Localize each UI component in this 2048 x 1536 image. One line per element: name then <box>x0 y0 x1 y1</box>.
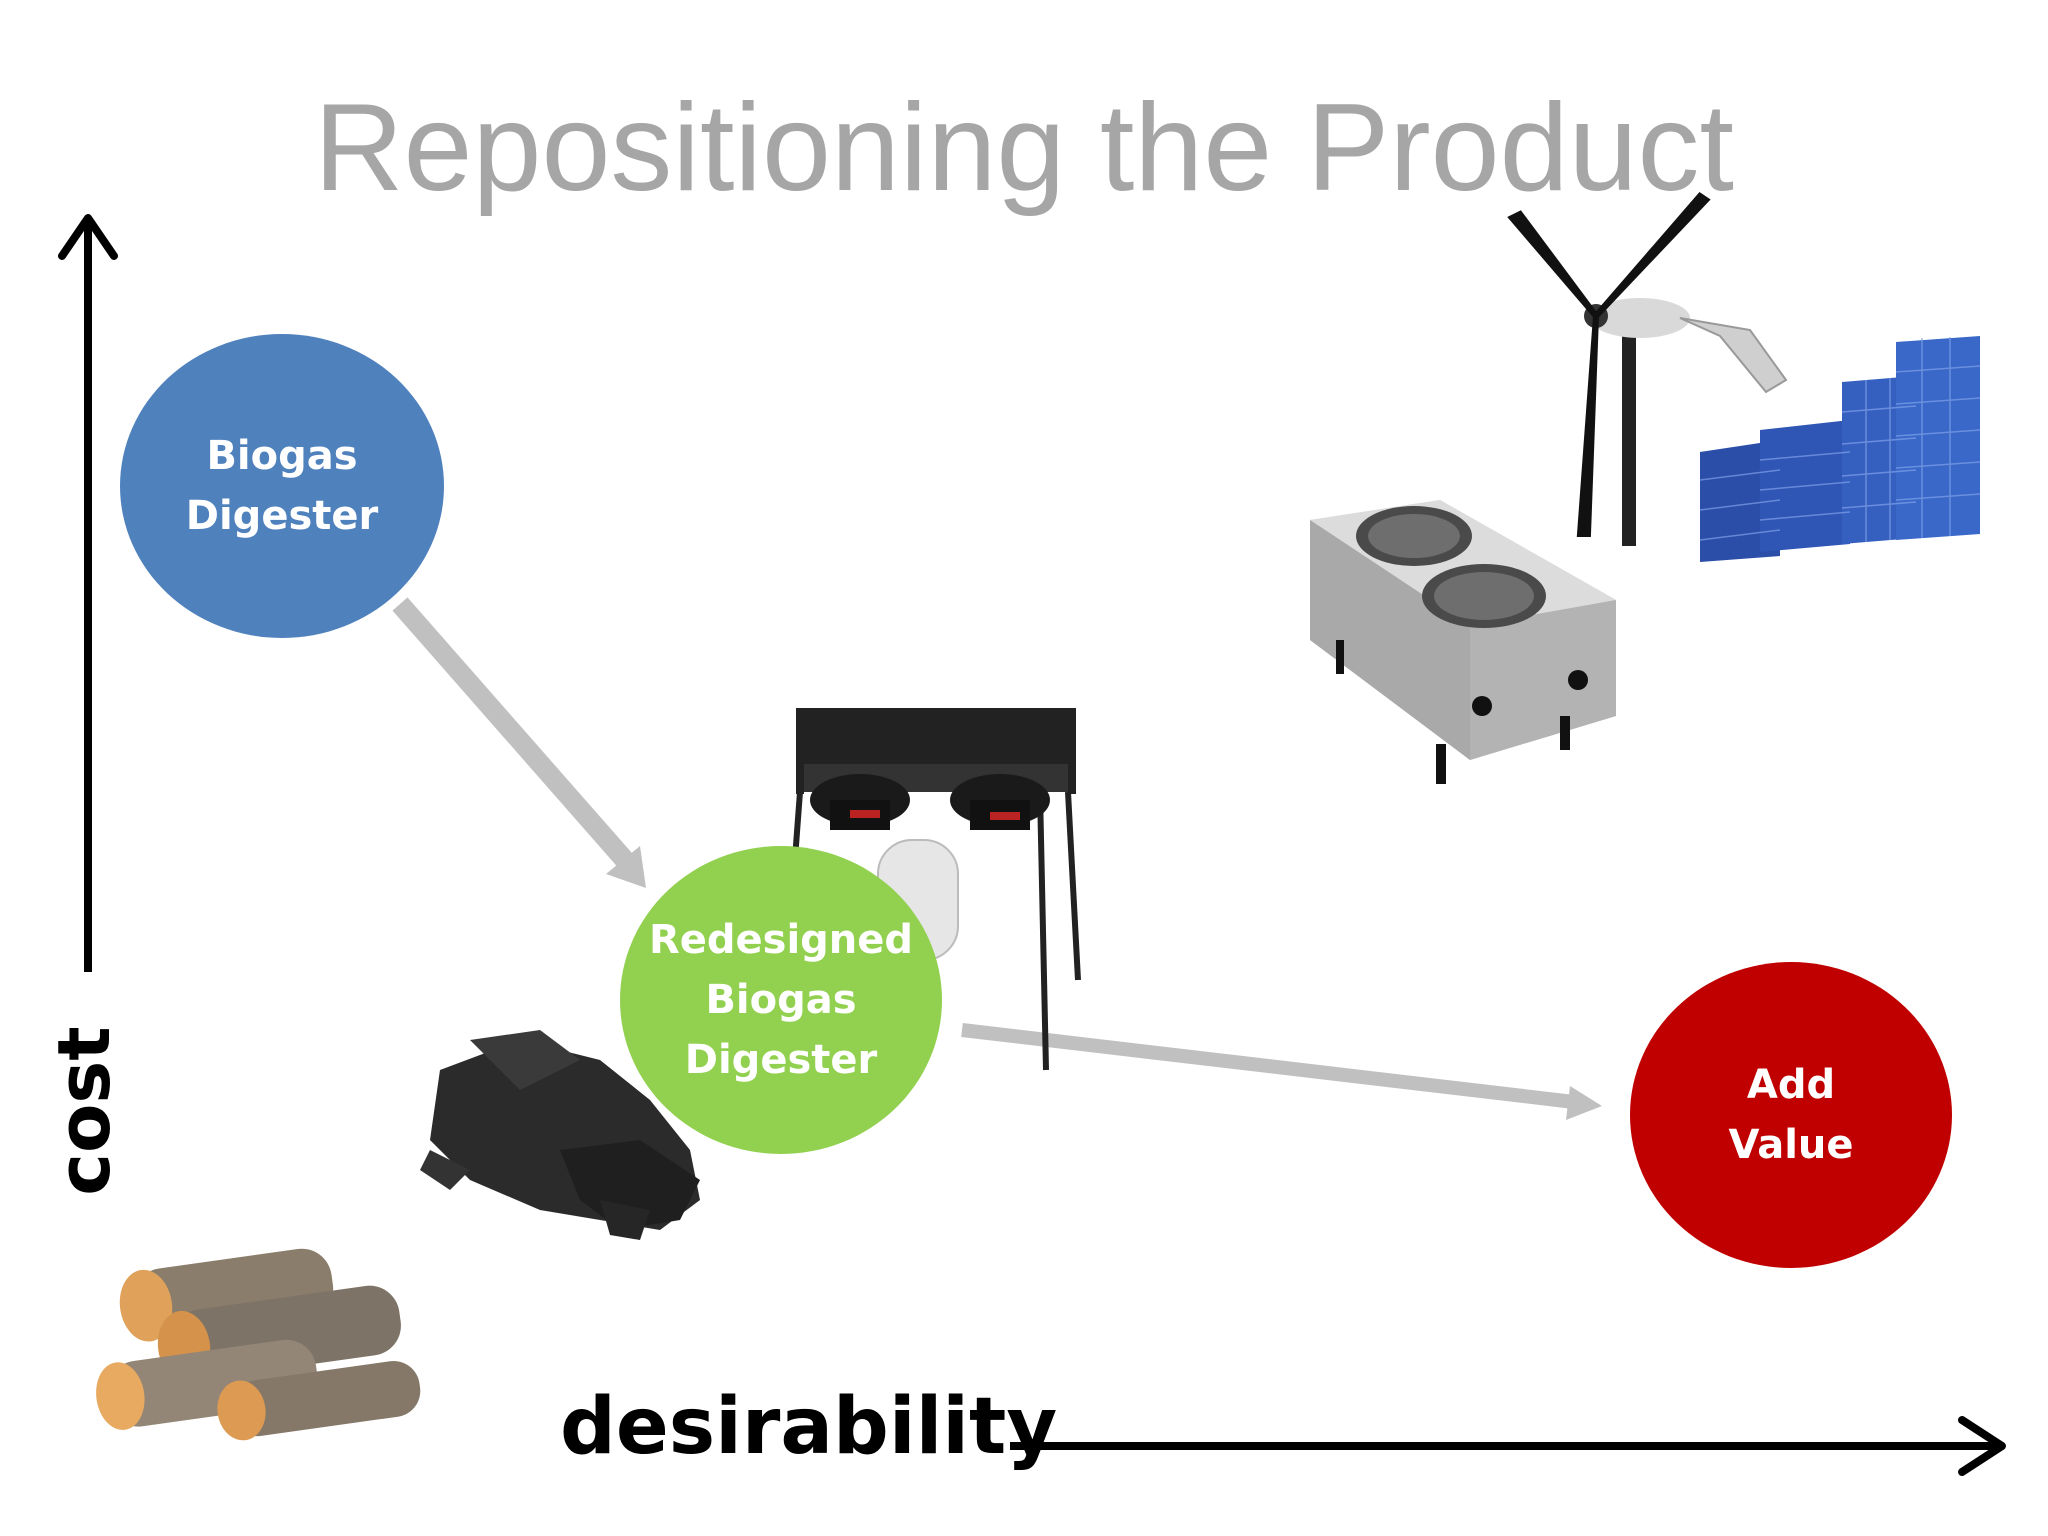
solar-panels-image <box>1699 336 1981 562</box>
biogas-digester-node: Biogas Digester <box>120 334 444 638</box>
biogas-digester-line1: Biogas <box>206 433 358 479</box>
add-value-line2: Value <box>1728 1122 1854 1168</box>
x-axis-label: desirability <box>560 1382 1058 1472</box>
firewood-image <box>96 1248 421 1441</box>
biogas-digester-line2: Digester <box>185 493 379 539</box>
electric-hotplate-image <box>1310 500 1616 784</box>
y-axis-label: cost <box>42 1026 126 1196</box>
redesigned-line2: Biogas <box>705 977 857 1023</box>
charcoal-image <box>420 1030 700 1240</box>
add-value-node: Add Value <box>1630 962 1952 1268</box>
arrow-redesigned-to-add-value <box>961 1023 1602 1120</box>
add-value-line1: Add <box>1746 1062 1836 1108</box>
y-axis <box>58 214 118 972</box>
redesigned-biogas-digester-node: Redesigned Biogas Digester <box>620 846 942 1154</box>
wind-turbine-image <box>1507 192 1788 546</box>
x-axis <box>1010 1416 2006 1476</box>
arrow-biogas-to-redesigned <box>392 597 646 888</box>
redesigned-line3: Digester <box>684 1037 878 1083</box>
slide-title: Repositioning the Product <box>313 79 1734 217</box>
redesigned-line1: Redesigned <box>648 917 914 963</box>
